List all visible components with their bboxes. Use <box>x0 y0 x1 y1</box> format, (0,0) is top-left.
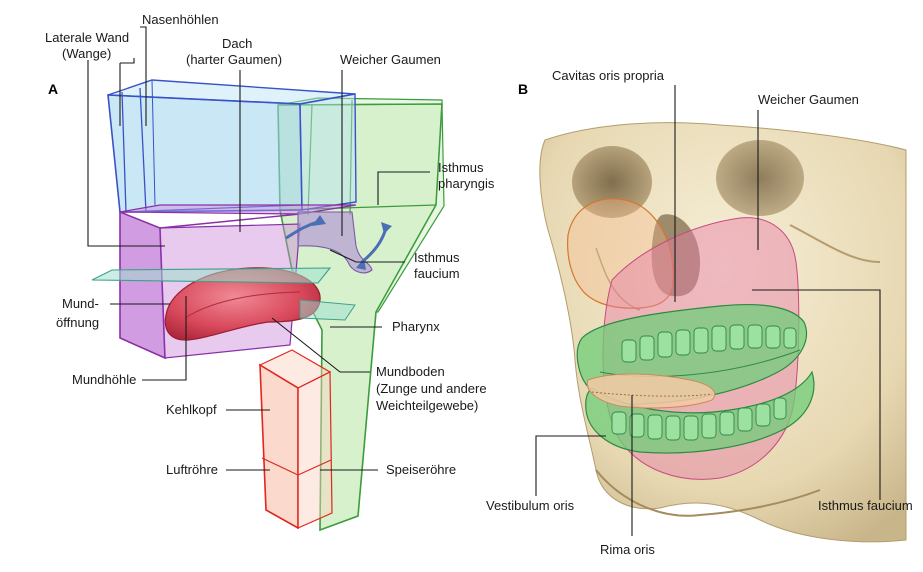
soft-palate-shape <box>297 211 373 274</box>
label-cavitas-oris-propria: Cavitas oris propria <box>552 68 665 83</box>
label-wange: (Wange) <box>62 46 111 61</box>
label-mundboden-3: Weichteilgewebe) <box>376 398 478 413</box>
label-kehlkopf: Kehlkopf <box>166 402 217 417</box>
label-mundboden-2: (Zunge und andere <box>376 381 487 396</box>
label-vestibulum-oris: Vestibulum oris <box>486 498 575 513</box>
larynx-block <box>258 349 333 530</box>
label-isthmus-pharyngis-1: Isthmus <box>438 160 484 175</box>
label-luftroehre: Luftröhre <box>166 462 218 477</box>
label-speiseroehre: Speiseröhre <box>386 462 456 477</box>
label-mundoeffnung-1: Mund- <box>62 296 99 311</box>
label-weicher-gaumen-b: Weicher Gaumen <box>758 92 859 107</box>
label-pharynx: Pharynx <box>392 319 440 334</box>
panel-a: A <box>45 12 495 532</box>
label-harter-gaumen: (harter Gaumen) <box>186 52 282 67</box>
label-mundhoehle: Mundhöhle <box>72 372 136 387</box>
label-mundoeffnung-2: öffnung <box>56 315 99 330</box>
mouth-opening-plate <box>91 267 332 284</box>
airflow-arrows <box>285 215 392 270</box>
nasal-region-outline <box>567 198 674 309</box>
label-isthmus-faucium-a-1: Isthmus <box>414 250 460 265</box>
label-weicher-gaumen-a: Weicher Gaumen <box>340 52 441 67</box>
label-dach: Dach <box>222 36 252 51</box>
panel-b: B <box>486 68 913 557</box>
label-rima-oris: Rima oris <box>600 542 655 557</box>
label-nasenhoehlen: Nasenhöhlen <box>142 12 219 27</box>
labels-a: Nasenhöhlen Laterale Wand (Wange) Dach (… <box>45 12 495 477</box>
nasal-cavity-block <box>107 79 357 213</box>
label-isthmus-faucium-b: Isthmus faucium <box>818 498 913 513</box>
panel-a-letter: A <box>48 81 58 97</box>
leader-lines-b <box>535 85 881 536</box>
lips <box>586 373 716 409</box>
labels-b: Cavitas oris propria Weicher Gaumen Vest… <box>486 68 913 557</box>
panel-b-letter: B <box>518 81 528 97</box>
label-mundboden-1: Mundboden <box>376 364 445 379</box>
label-isthmus-pharyngis-2: pharyngis <box>438 176 495 191</box>
label-isthmus-faucium-a-2: faucium <box>414 266 460 281</box>
leader-lines-a <box>87 26 430 471</box>
label-laterale-wand: Laterale Wand <box>45 30 129 45</box>
